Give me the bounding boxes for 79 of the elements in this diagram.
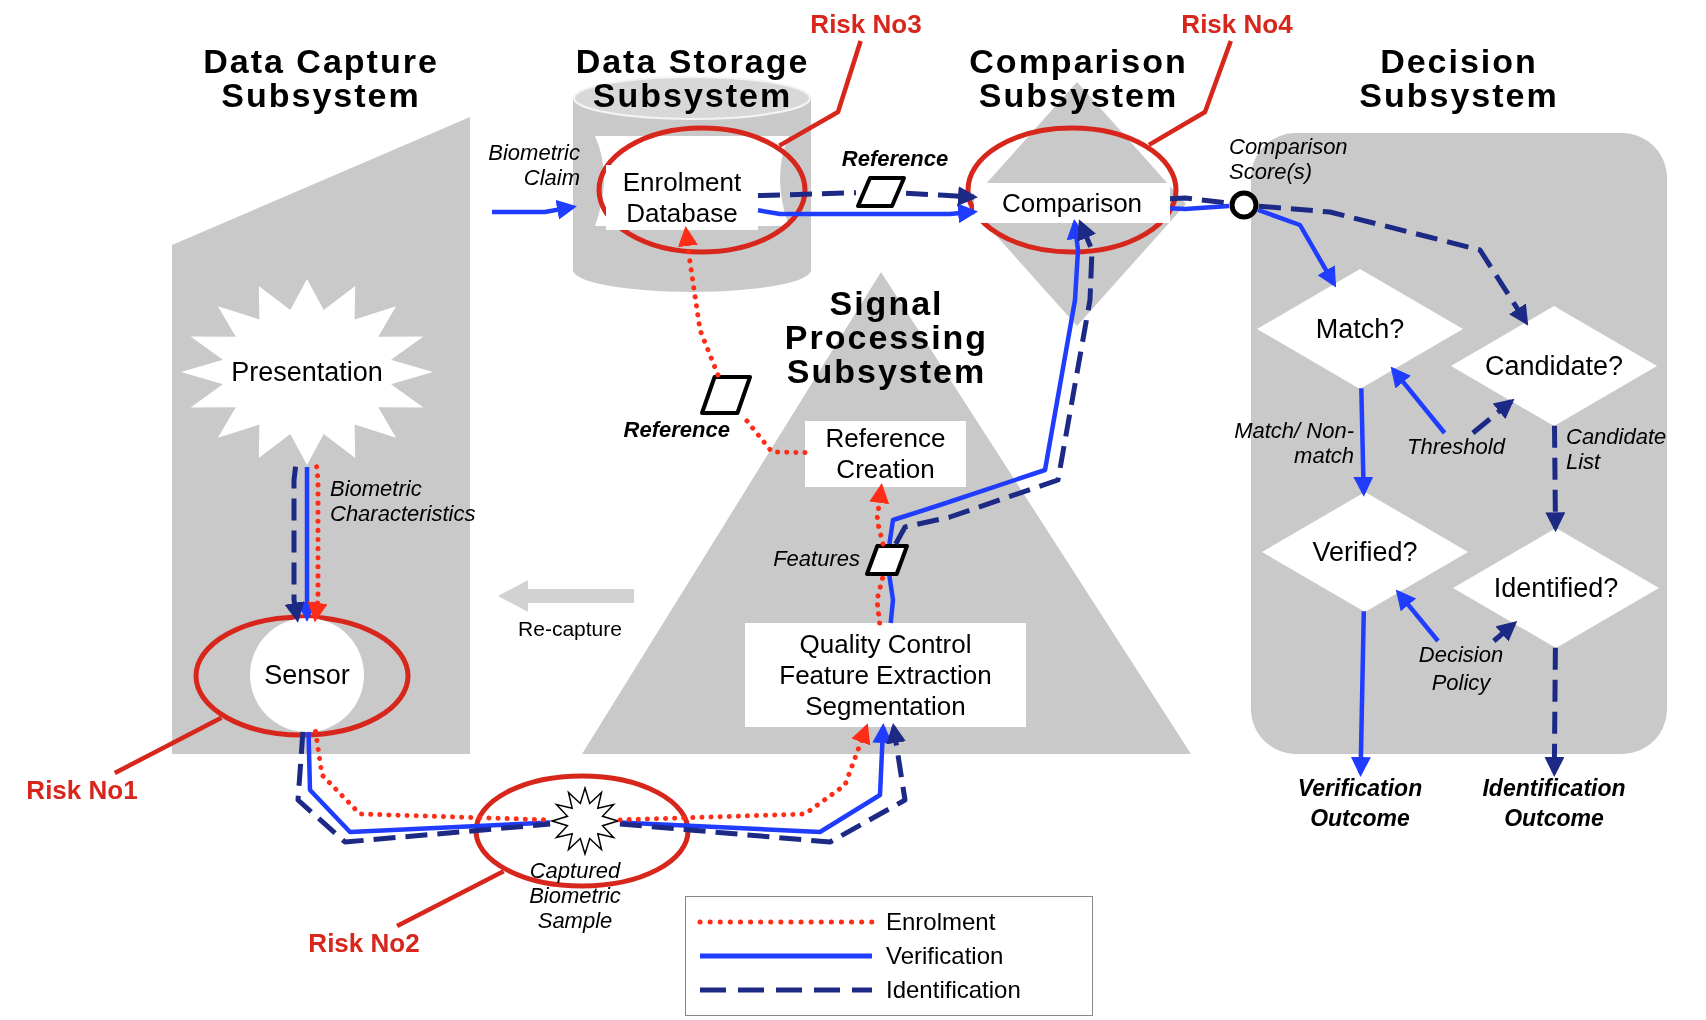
- edge-label: Match/ Non-match: [1233, 418, 1354, 468]
- outcome-label: Verification Outcome: [1275, 773, 1445, 833]
- flow-line: [1169, 203, 1230, 212]
- risk-ellipse: [596, 125, 808, 255]
- decision-diamond: [1453, 528, 1659, 648]
- risk-label: Risk No3: [791, 7, 941, 41]
- shape-label: Sensor: [264, 659, 350, 691]
- flow-arrow: [492, 199, 577, 220]
- shape-label: Verified?: [1312, 536, 1418, 568]
- flow-line: [757, 190, 857, 199]
- legend-label: Identification: [886, 976, 1021, 1004]
- flow-arrow: [1390, 366, 1447, 435]
- risk-label: Risk No4: [1162, 7, 1312, 41]
- subsystem-title: Decision Subsystem: [1358, 44, 1560, 112]
- leader-line: [396, 869, 505, 928]
- flow-arrow: [284, 466, 305, 623]
- flow-arrow: [1353, 388, 1374, 497]
- box-label: Segmentation: [805, 690, 966, 722]
- leader-line: [113, 715, 223, 775]
- subsystem-title: Comparison Subsystem: [968, 44, 1189, 112]
- flow-arrow: [1257, 207, 1337, 288]
- shape-label: Identified?: [1493, 572, 1619, 604]
- legend-label: Verification: [886, 942, 1004, 970]
- flow-arrow: [1544, 647, 1565, 777]
- node-caption: Comparison Score(s): [1229, 134, 1349, 184]
- flow-arrow: [869, 483, 890, 547]
- flow-arrow: [757, 203, 978, 224]
- process-box: [805, 421, 966, 487]
- score-node: [1229, 190, 1259, 220]
- flow-arrow: [1258, 203, 1529, 326]
- risk-label: Risk No1: [7, 773, 157, 807]
- flow-arrow: [678, 226, 721, 378]
- box-label: Quality Control: [799, 628, 972, 660]
- sample-starburst: [550, 786, 620, 856]
- process-box: [745, 623, 1026, 727]
- box-label: Feature Extraction: [779, 659, 992, 691]
- policy-label: Decision Policy: [1401, 641, 1521, 697]
- node-caption: Captured Biometric Sample: [528, 858, 622, 933]
- data-parallelogram: [700, 375, 752, 415]
- subsystem-title: Data Capture Subsystem: [202, 44, 440, 112]
- flow-arrow: [1471, 398, 1515, 435]
- data-parallelogram: [856, 176, 906, 208]
- flow-arrow: [905, 186, 978, 207]
- node-caption: Features: [772, 546, 860, 571]
- box-label: Comparison: [1001, 187, 1143, 219]
- flow-arrow: [1545, 425, 1566, 533]
- edge-label: Biometric Characteristics: [330, 476, 477, 526]
- decision-diamond: [1262, 492, 1468, 612]
- node-caption: Reference: [622, 417, 730, 442]
- recapture-label: Re-capture: [517, 616, 623, 642]
- threshold-label: Threshold: [1396, 433, 1516, 461]
- flow-line: [887, 575, 896, 624]
- risk-ellipse: [965, 125, 1179, 255]
- flow-arrow: [1492, 621, 1518, 643]
- flow-arrow: [617, 723, 871, 823]
- flow-arrow: [1350, 611, 1371, 777]
- subsystem-title: Signal Processing Subsystem: [783, 286, 990, 388]
- risk-label: Risk No2: [289, 926, 439, 960]
- legend-label: Enrolment: [886, 908, 996, 936]
- risk-ellipse: [473, 773, 691, 889]
- decision-diamond: [1257, 269, 1463, 389]
- flow-line: [874, 573, 886, 626]
- flow-arrow: [307, 464, 328, 623]
- outcome-label: Identification Outcome: [1469, 773, 1639, 833]
- edge-label: Candidate List: [1566, 424, 1668, 474]
- shape-label: Presentation: [231, 356, 383, 388]
- shape-label: Candidate?: [1484, 350, 1624, 382]
- box-label: Enrolment Database: [621, 166, 743, 229]
- leader-line: [1147, 40, 1233, 147]
- box-label: Reference Creation: [824, 423, 947, 485]
- node-caption: Reference: [840, 146, 950, 171]
- process-box: [974, 183, 1170, 223]
- edge-label: Biometric Claim: [487, 140, 580, 190]
- shape-label: Match?: [1315, 313, 1405, 345]
- subsystem-title: Data Storage Subsystem: [574, 44, 811, 112]
- decision-diamond: [1451, 306, 1657, 426]
- leader-line: [778, 40, 863, 148]
- flow-arrow: [1395, 589, 1440, 643]
- risk-ellipse: [193, 614, 411, 738]
